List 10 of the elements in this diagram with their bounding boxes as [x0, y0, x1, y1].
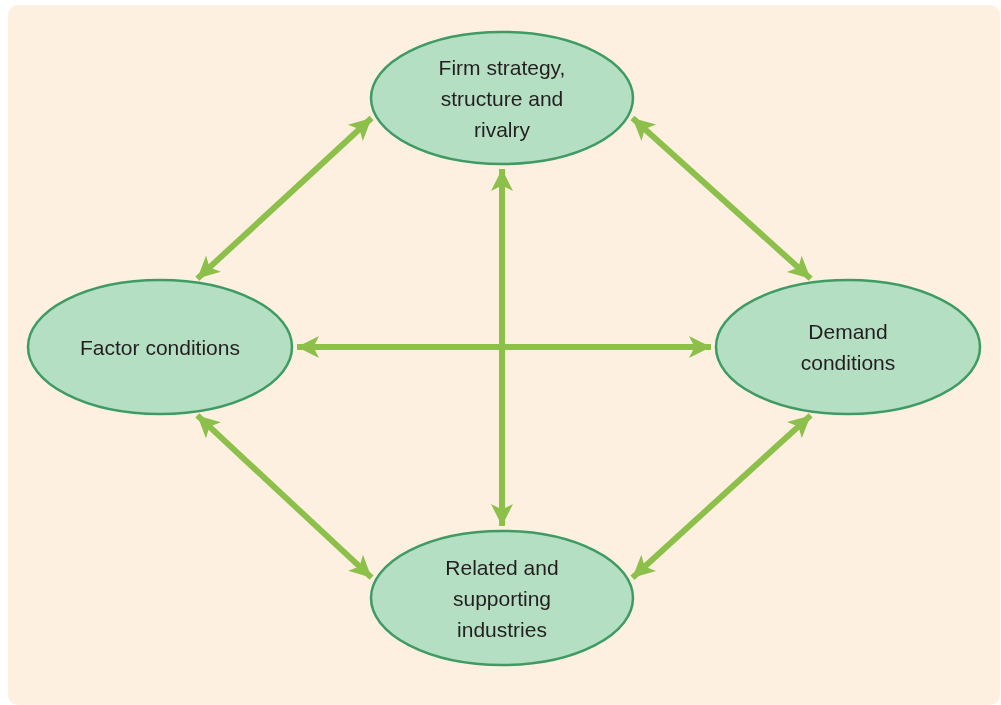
double-arrow [195, 413, 374, 580]
node-label: Firm strategy, structure and rivalry [437, 54, 567, 143]
double-arrow [491, 169, 513, 526]
double-arrow [630, 115, 813, 281]
double-arrow [297, 336, 711, 358]
node-label: Factor conditions [80, 334, 240, 361]
node-label: Demand conditions [799, 319, 897, 376]
double-arrow [195, 115, 374, 281]
double-arrow [630, 413, 813, 580]
node-label: Related and supporting industries [444, 554, 560, 643]
